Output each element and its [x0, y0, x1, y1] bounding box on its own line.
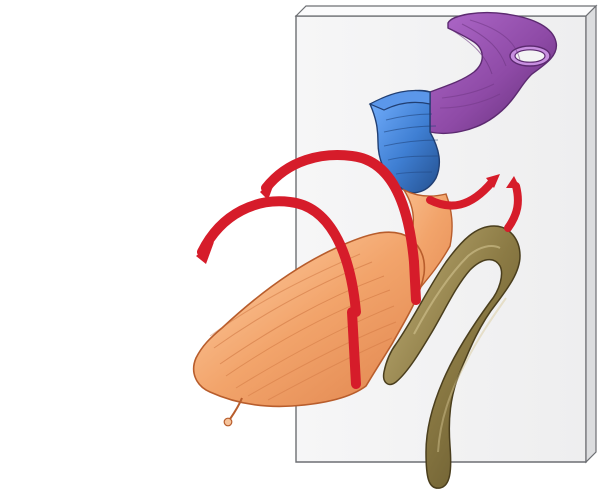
red-arrows — [196, 150, 522, 389]
curved-arrow-right-2 — [504, 176, 522, 232]
curved-arrow-left-outer — [196, 196, 361, 317]
purple-tube-segment — [429, 11, 558, 135]
curved-arrow-upper — [260, 150, 419, 267]
curved-arrow-right-1 — [426, 174, 500, 210]
blue-tube-segment — [368, 89, 441, 194]
olive-tube-segment — [382, 225, 521, 489]
red-bands — [347, 257, 421, 389]
